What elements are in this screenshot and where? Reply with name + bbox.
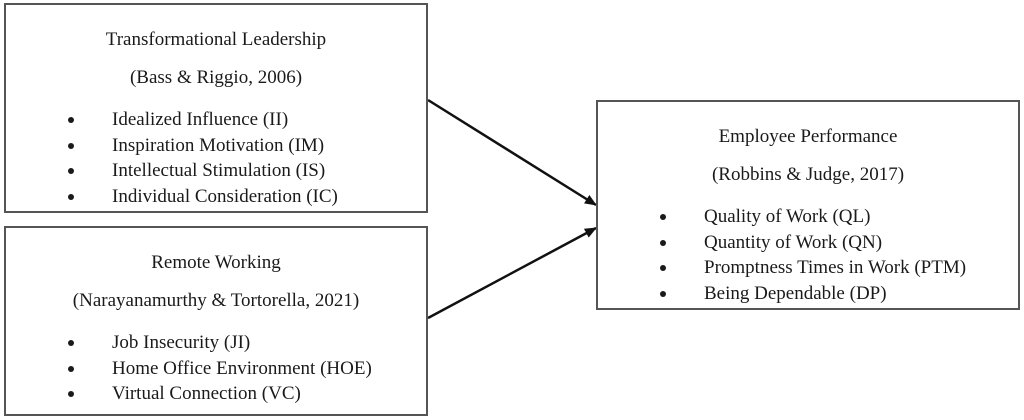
indicator-label: Promptness Times in Work (PTM)	[704, 257, 967, 278]
list-item: Virtual Connection (VC)	[68, 381, 372, 407]
indicator-label: Quantity of Work (QN)	[704, 231, 883, 253]
indicator-label: Job Insecurity (JI)	[112, 332, 251, 353]
list-item: Quantity of Work (QN)	[660, 230, 966, 256]
list-item: Individual Consideration (IC)	[68, 184, 338, 210]
box-citation: (Robbins & Judge, 2017)	[711, 164, 905, 185]
list-item: Being Dependable (DP)	[660, 281, 966, 307]
indicator-label: Intellectual Stimulation (IS)	[112, 160, 326, 181]
employee-performance-box: Employee Performance (Robbins & Judge, 2…	[596, 100, 1020, 310]
list-item: Inspiration Motivation (IM)	[68, 133, 338, 159]
indicator-list: Job Insecurity (JI) Home Office Environm…	[68, 330, 372, 407]
transformational-leadership-box: Transformational Leadership (Bass & Rigg…	[4, 3, 428, 213]
indicator-label: Inspiration Motivation (IM)	[112, 134, 325, 156]
indicator-label: Virtual Connection (VC)	[112, 383, 301, 404]
indicator-label: Individual Consideration (IC)	[112, 185, 338, 207]
bullet-icon	[68, 340, 74, 346]
bullet-icon	[68, 193, 74, 200]
indicator-label: Quality of Work (QL)	[704, 206, 871, 227]
box-title: Remote Working	[151, 252, 281, 273]
indicator-label: Home Office Environment (HOE)	[112, 357, 372, 379]
list-item: Promptness Times in Work (PTM)	[660, 255, 966, 281]
indicator-list: Quality of Work (QL) Quantity of Work (Q…	[660, 204, 966, 306]
box-title: Transformational Leadership	[105, 29, 327, 50]
bullet-icon	[660, 290, 666, 297]
box-title: Employee Performance	[718, 126, 898, 147]
bullet-icon	[660, 265, 666, 271]
indicator-label: Idealized Influence (II)	[112, 109, 289, 130]
bullet-icon	[68, 168, 74, 174]
bullet-icon	[660, 239, 666, 246]
indicator-list: Idealized Influence (II) Inspiration Mot…	[68, 107, 338, 209]
bullet-icon	[68, 117, 74, 123]
list-item: Home Office Environment (HOE)	[68, 356, 372, 382]
bullet-icon	[660, 214, 666, 220]
list-item: Quality of Work (QL)	[660, 204, 966, 230]
indicator-label: Being Dependable (DP)	[704, 282, 887, 304]
bullet-icon	[68, 142, 74, 149]
remote-working-box: Remote Working (Narayanamurthy & Tortore…	[4, 226, 428, 416]
bullet-icon	[68, 391, 74, 397]
list-item: Job Insecurity (JI)	[68, 330, 372, 356]
bullet-icon	[68, 365, 74, 372]
arrow-remote-working-to-employee-performance	[427, 226, 597, 320]
list-item: Intellectual Stimulation (IS)	[68, 158, 338, 184]
box-citation: (Narayanamurthy & Tortorella, 2021)	[72, 290, 360, 311]
box-citation: (Bass & Riggio, 2006)	[129, 67, 303, 88]
list-item: Idealized Influence (II)	[68, 107, 338, 133]
arrow-transformational-leadership-to-employee-performance	[427, 98, 597, 207]
